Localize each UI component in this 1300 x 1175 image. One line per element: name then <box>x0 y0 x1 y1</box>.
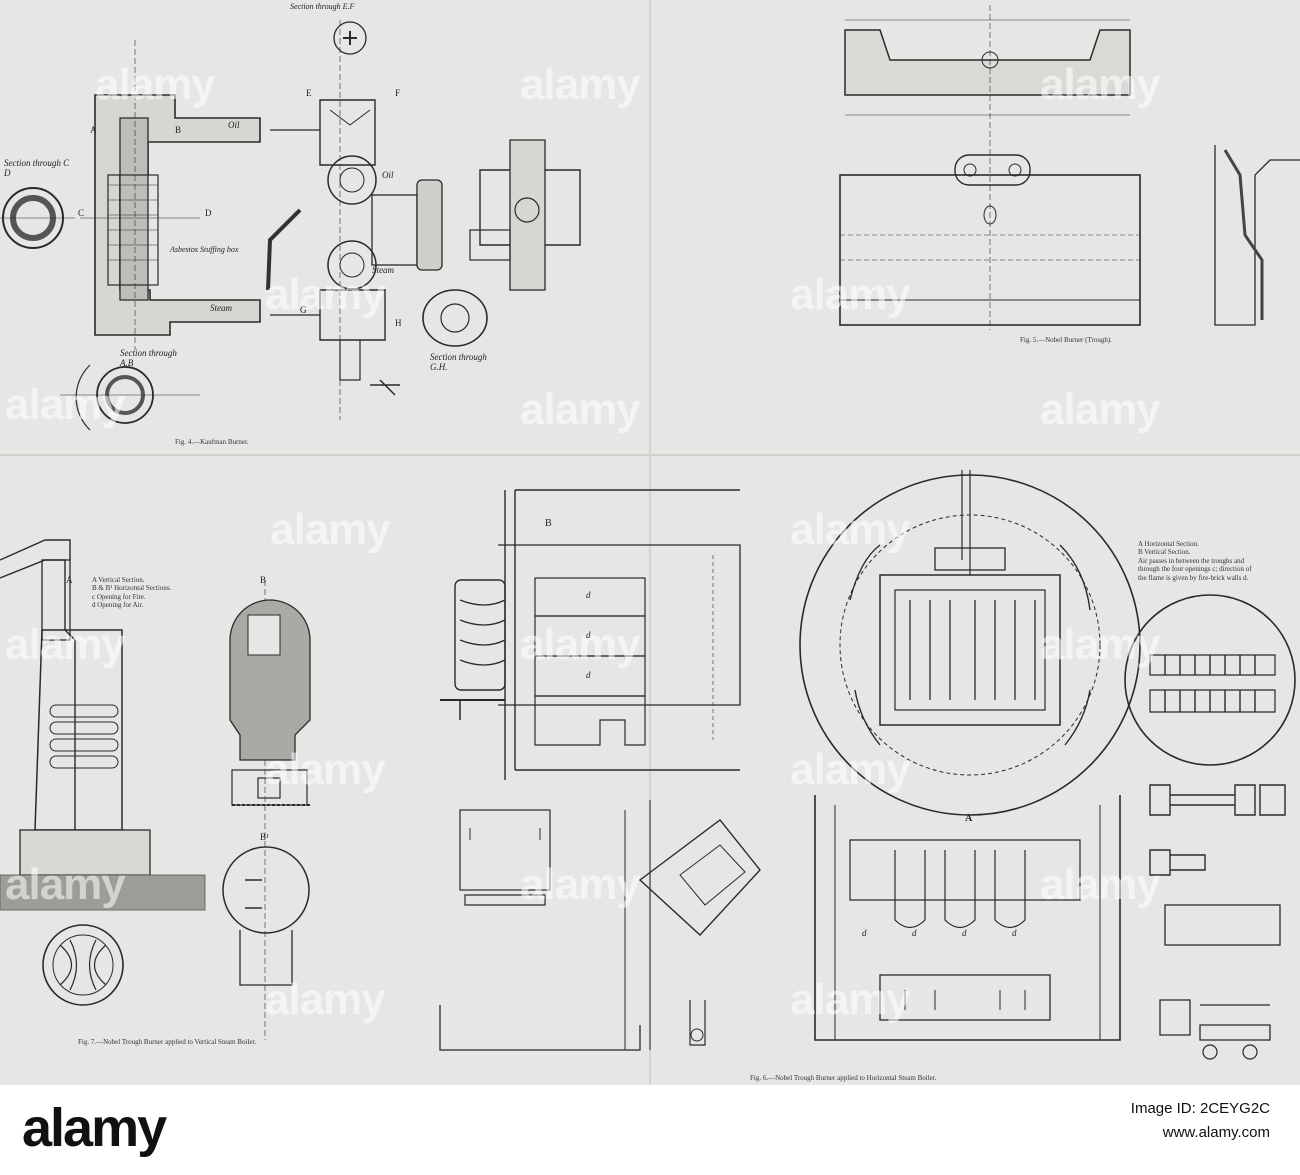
fig7-legend: A Vertical Section. B & B¹ Horizontal Se… <box>92 576 171 610</box>
label-fig6-d: d <box>586 630 591 640</box>
watermark: alamy <box>5 620 126 669</box>
label-asbestos-stuffing: Asbestos Stuffing box <box>170 245 239 254</box>
label-fig6-d: d <box>862 928 867 938</box>
watermark: alamy <box>265 975 386 1024</box>
label-fig6-d: d <box>962 928 967 938</box>
fig6-legend-line: B Vertical Section. <box>1138 548 1191 557</box>
watermark: alamy <box>5 860 126 909</box>
label-steam: Steam <box>372 265 394 275</box>
fig4-kaufman-burner <box>0 20 581 431</box>
label-c: C <box>78 208 85 218</box>
watermark: alamy <box>790 270 911 319</box>
label-oil: Oil <box>382 170 394 180</box>
watermark: alamy <box>790 975 911 1024</box>
label-fig6-d: d <box>1012 928 1017 938</box>
label-fig7-a: A <box>66 575 73 585</box>
image-id: Image ID: 2CEYG2C <box>1130 1100 1270 1117</box>
watermark: alamy <box>95 60 216 109</box>
watermark: alamy <box>520 385 641 434</box>
fig6-horizontal-boiler <box>439 470 1296 1060</box>
stock-footer: alamy Image ID: 2CEYG2C www.alamy.com <box>0 1085 1300 1175</box>
site-url: www.alamy.com <box>1162 1124 1270 1141</box>
label-e: E <box>306 88 312 98</box>
label-fig6-a: A <box>965 813 973 824</box>
label-fig6-d: d <box>586 670 591 680</box>
label-steam: Steam <box>210 303 232 313</box>
label-section-ef: Section through E.F <box>290 2 355 11</box>
watermark: alamy <box>790 505 911 554</box>
fig6-legend-line: Air passes in between the troughs and <box>1138 556 1245 565</box>
watermark: alamy <box>790 745 911 794</box>
watermark: alamy <box>520 620 641 669</box>
footer-info: Image ID: 2CEYG2C www.alamy.com <box>1131 1097 1270 1145</box>
label-section-ab: Section through A.B <box>120 348 177 369</box>
label-d: D <box>205 208 212 218</box>
watermark: alamy <box>1040 860 1161 909</box>
fig6-legend-line: A Horizontal Section. <box>1138 540 1199 548</box>
label-fig6-b: B <box>545 518 552 529</box>
label-fig6-d: d <box>586 590 591 600</box>
caption-fig6: Fig. 6.—Nobel Trough Burner applied to H… <box>750 1074 937 1082</box>
label-g: G <box>300 305 307 315</box>
fig6-legend: A Horizontal Section. B Vertical Section… <box>1138 540 1252 582</box>
caption-fig5: Fig. 5.—Nobel Burner (Trough). <box>1020 336 1112 344</box>
label-b: B <box>175 125 182 135</box>
watermark: alamy <box>1040 60 1161 109</box>
fig6-legend-line: through the four openings c; direction o… <box>1138 565 1252 574</box>
fig7-legend-line: B & B¹ Horizontal Sections. <box>92 584 172 593</box>
label-fig7-b1: B¹ <box>260 832 269 842</box>
caption-fig4: Fig. 4.—Kaufman Burner. <box>175 438 249 446</box>
label-a: A <box>90 125 97 135</box>
label-fig6-d: d <box>912 928 917 938</box>
fig7-legend-line: A Vertical Section. <box>92 576 145 584</box>
label-f: F <box>395 88 401 98</box>
plate-drawings <box>0 0 1300 1085</box>
engineering-plate: alamy alamy alamy alamy alamy alamy alam… <box>0 0 1300 1085</box>
fig7-legend-line: c Opening for Fire. <box>92 592 146 601</box>
watermark: alamy <box>5 380 126 429</box>
fig7-legend-line: d Opening for Air. <box>92 601 144 610</box>
caption-fig7: Fig. 7.—Nobel Trough Burner applied to V… <box>78 1038 257 1046</box>
fig6-legend-line: the flame is given by fire-brick walls d… <box>1138 573 1249 582</box>
watermark: alamy <box>265 270 386 319</box>
label-section-gh: Section through G.H. <box>430 352 487 373</box>
watermark: alamy <box>1040 620 1161 669</box>
label-section-cd: Section through C D <box>4 158 70 179</box>
alamy-logo: alamy <box>22 1098 167 1158</box>
watermark: alamy <box>1040 385 1161 434</box>
fig5-nobel-trough <box>839 5 1300 330</box>
label-fig7-b: B <box>260 575 267 585</box>
watermark: alamy <box>520 60 641 109</box>
label-h: H <box>395 318 402 328</box>
fig7-vertical-boiler <box>0 539 311 1040</box>
watermark: alamy <box>520 860 641 909</box>
label-oil: Oil <box>228 120 240 130</box>
watermark: alamy <box>270 505 391 554</box>
watermark: alamy <box>265 745 386 794</box>
